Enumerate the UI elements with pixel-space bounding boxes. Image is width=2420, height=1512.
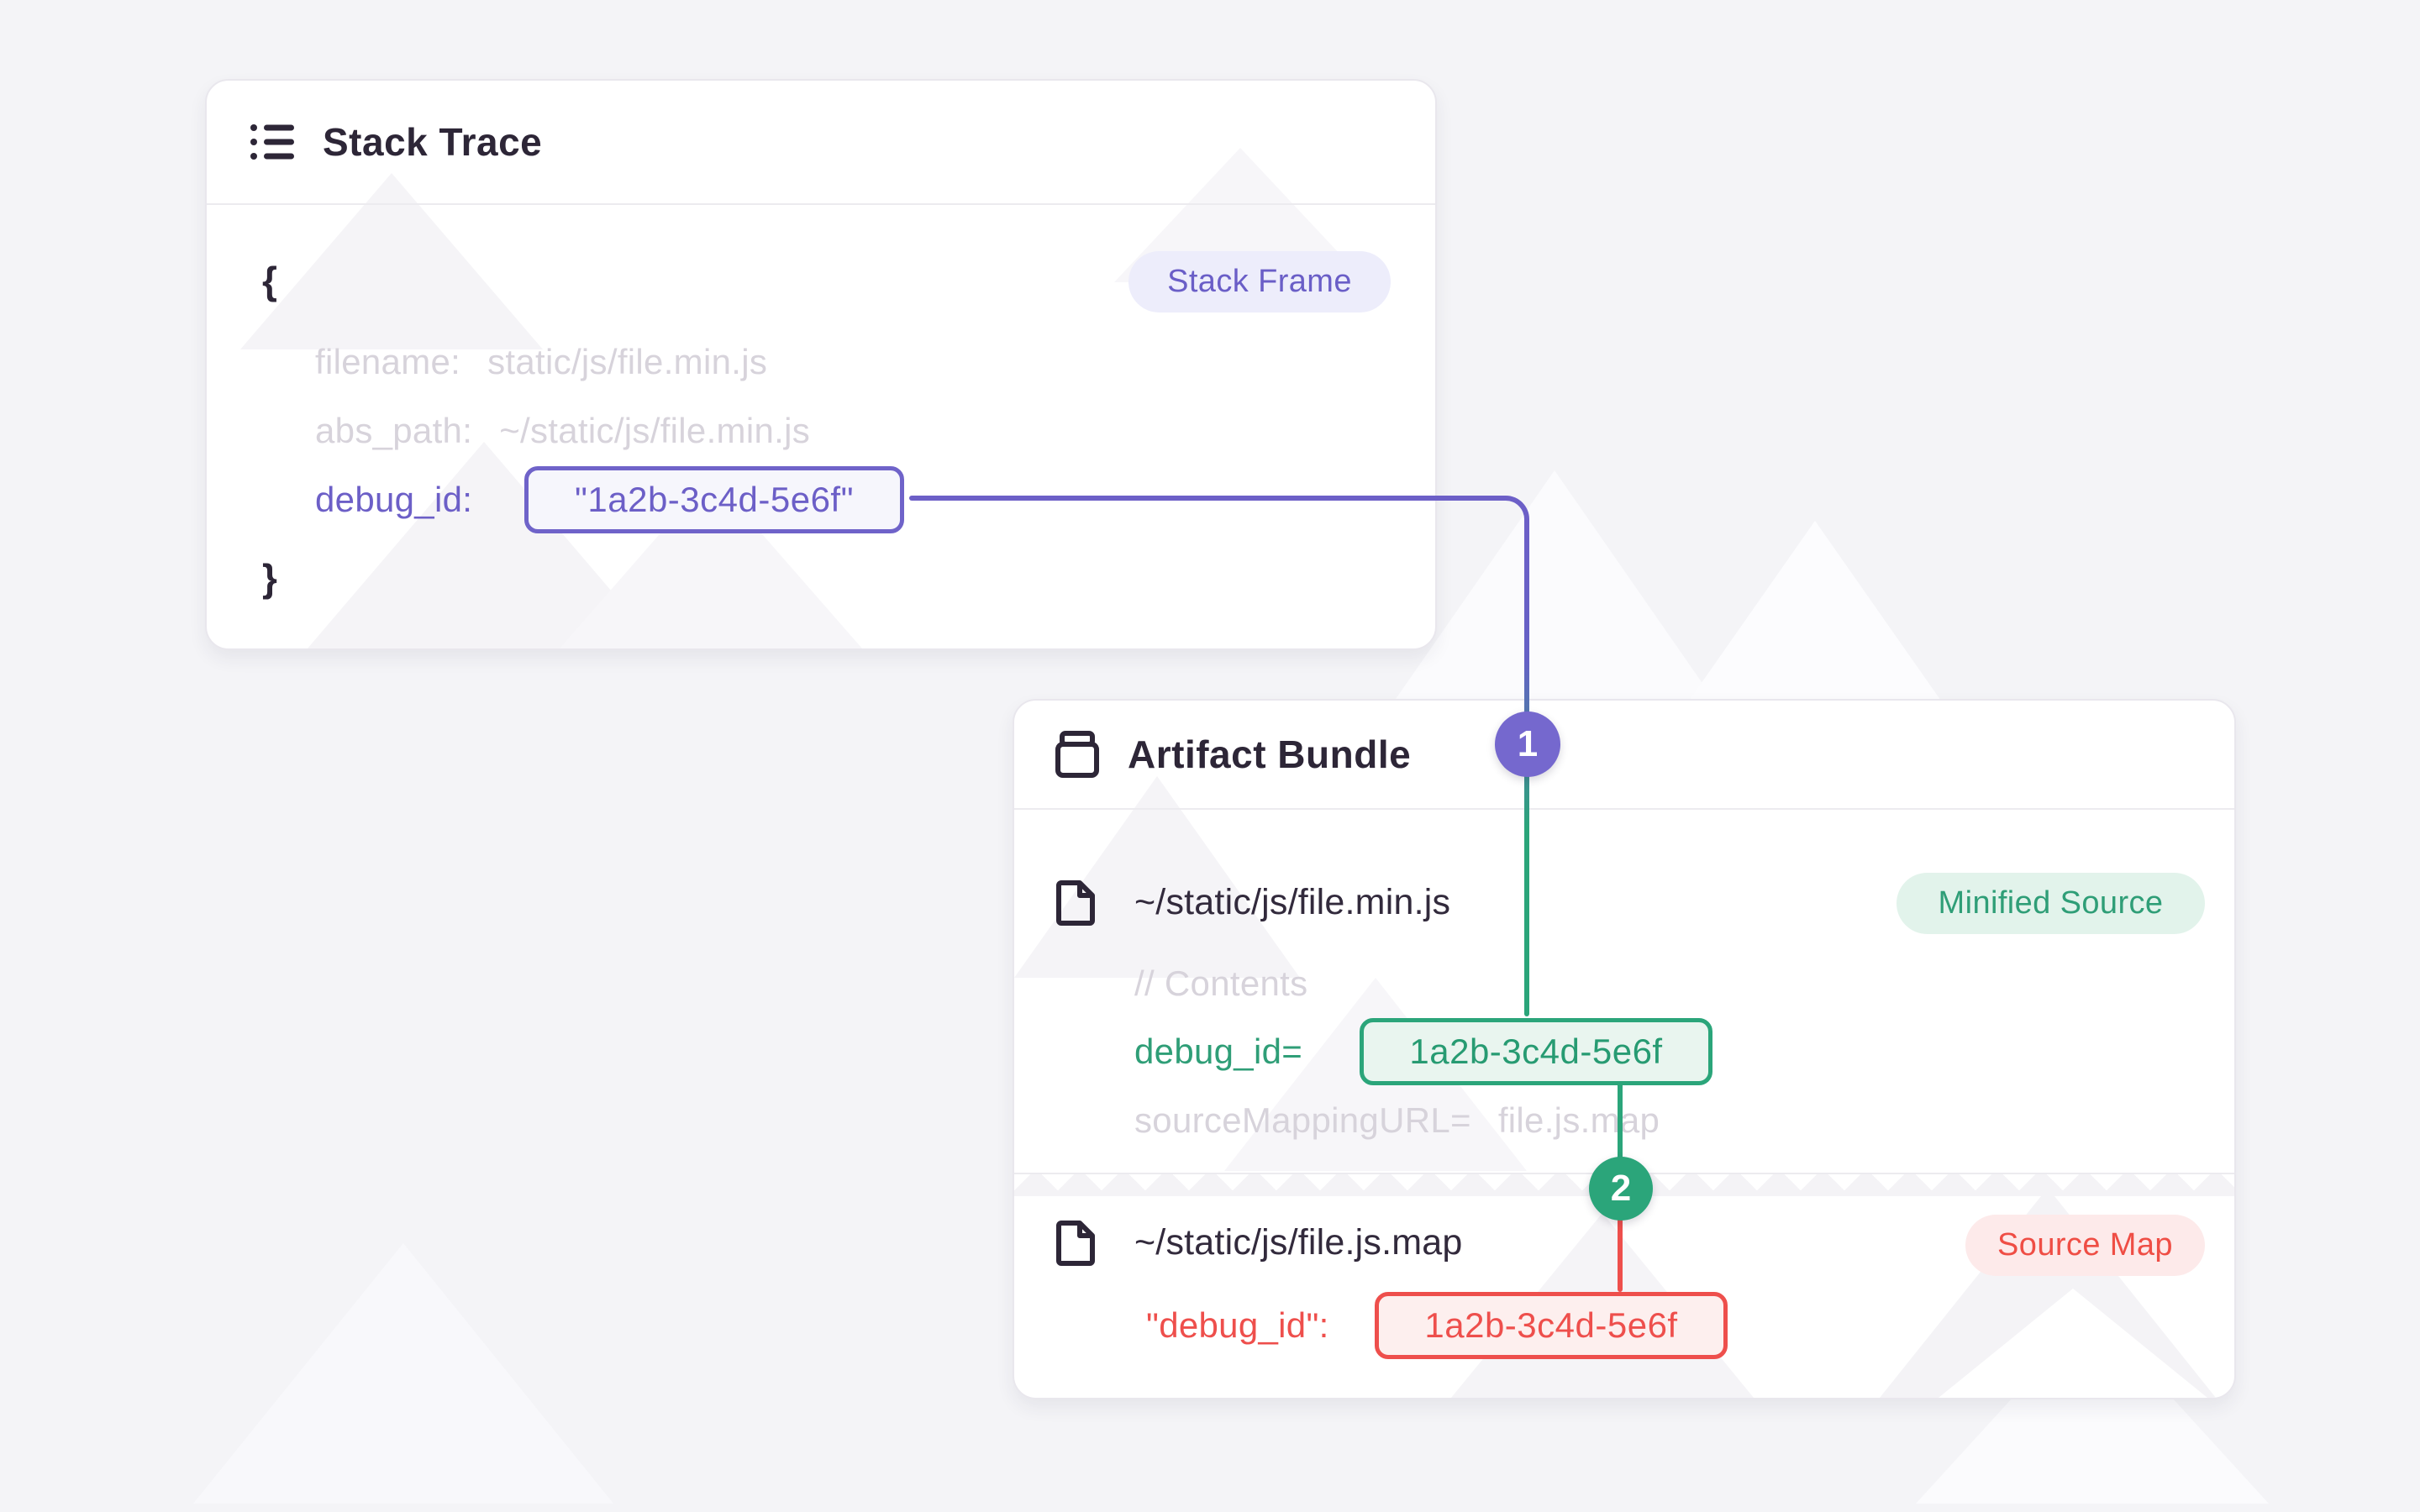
- connector-debugid-horizontal: [909, 496, 1502, 501]
- artifact-bundle-header: Artifact Bundle: [1014, 701, 2234, 808]
- file-icon: [1056, 880, 1095, 926]
- debug-id-chip-sourcemap: 1a2b-3c4d-5e6f: [1375, 1292, 1728, 1359]
- source-map-badge: Source Map: [1965, 1215, 2205, 1276]
- code-key: filename:: [315, 342, 461, 381]
- code-key: sourceMappingURL=: [1134, 1100, 1471, 1140]
- debug-id-chip-minified: 1a2b-3c4d-5e6f: [1360, 1018, 1712, 1085]
- code-value: ~/static/js/file.min.js: [499, 411, 811, 450]
- stack-trace-header: Stack Trace: [207, 81, 1435, 203]
- stack-frame-badge: Stack Frame: [1128, 251, 1391, 312]
- artifact-bundle-header-divider: [1014, 808, 2234, 810]
- code-line-abs-path: abs_path: ~/static/js/file.min.js: [315, 397, 810, 465]
- code-line-debug-id-sourcemap: "debug_id":: [1146, 1292, 1329, 1359]
- code-key: "debug_id":: [1146, 1305, 1329, 1345]
- connector-minified-to-badge2: [1618, 1084, 1623, 1189]
- code-value: static/js/file.min.js: [487, 342, 768, 381]
- code-comment: // Contents: [1134, 963, 1308, 1003]
- code-brace-close: }: [262, 556, 278, 600]
- code-value: file.js.map: [1497, 1100, 1660, 1140]
- step-badge-1: 1: [1495, 711, 1560, 777]
- stack-trace-header-divider: [207, 203, 1435, 205]
- file-path-sourcemap: ~/static/js/file.js.map: [1134, 1221, 1463, 1263]
- artifact-bundle-title: Artifact Bundle: [1128, 732, 1412, 776]
- connector-debugid-corner: [1497, 496, 1529, 526]
- code-line-debug-id-minified: debug_id=: [1134, 1018, 1302, 1085]
- archive-box-icon: [1055, 731, 1099, 778]
- list-icon: [250, 123, 294, 161]
- file-icon: [1056, 1221, 1095, 1266]
- step-badge-2: 2: [1589, 1157, 1653, 1221]
- artifact-bundle-card: Artifact Bundle ~/static/js/file.min.js …: [1013, 699, 2236, 1399]
- code-line-filename: filename: static/js/file.min.js: [315, 328, 767, 396]
- code-brace-open: {: [262, 259, 278, 302]
- debug-id-chip-stack: "1a2b-3c4d-5e6f": [524, 466, 904, 533]
- code-key: debug_id=: [1134, 1032, 1303, 1071]
- code-key: debug_id:: [315, 480, 473, 519]
- minified-source-badge: Minified Source: [1897, 873, 2205, 934]
- file-path-minified: ~/static/js/file.min.js: [1134, 881, 1451, 922]
- code-key: abs_path:: [315, 411, 473, 450]
- code-line-debug-id: debug_id:: [315, 466, 472, 533]
- stack-trace-card: Stack Trace Stack Frame { filename: stat…: [205, 79, 1437, 650]
- stack-trace-title: Stack Trace: [323, 120, 543, 164]
- code-line-sourcemapping: sourceMappingURL= file.js.map: [1134, 1087, 1660, 1154]
